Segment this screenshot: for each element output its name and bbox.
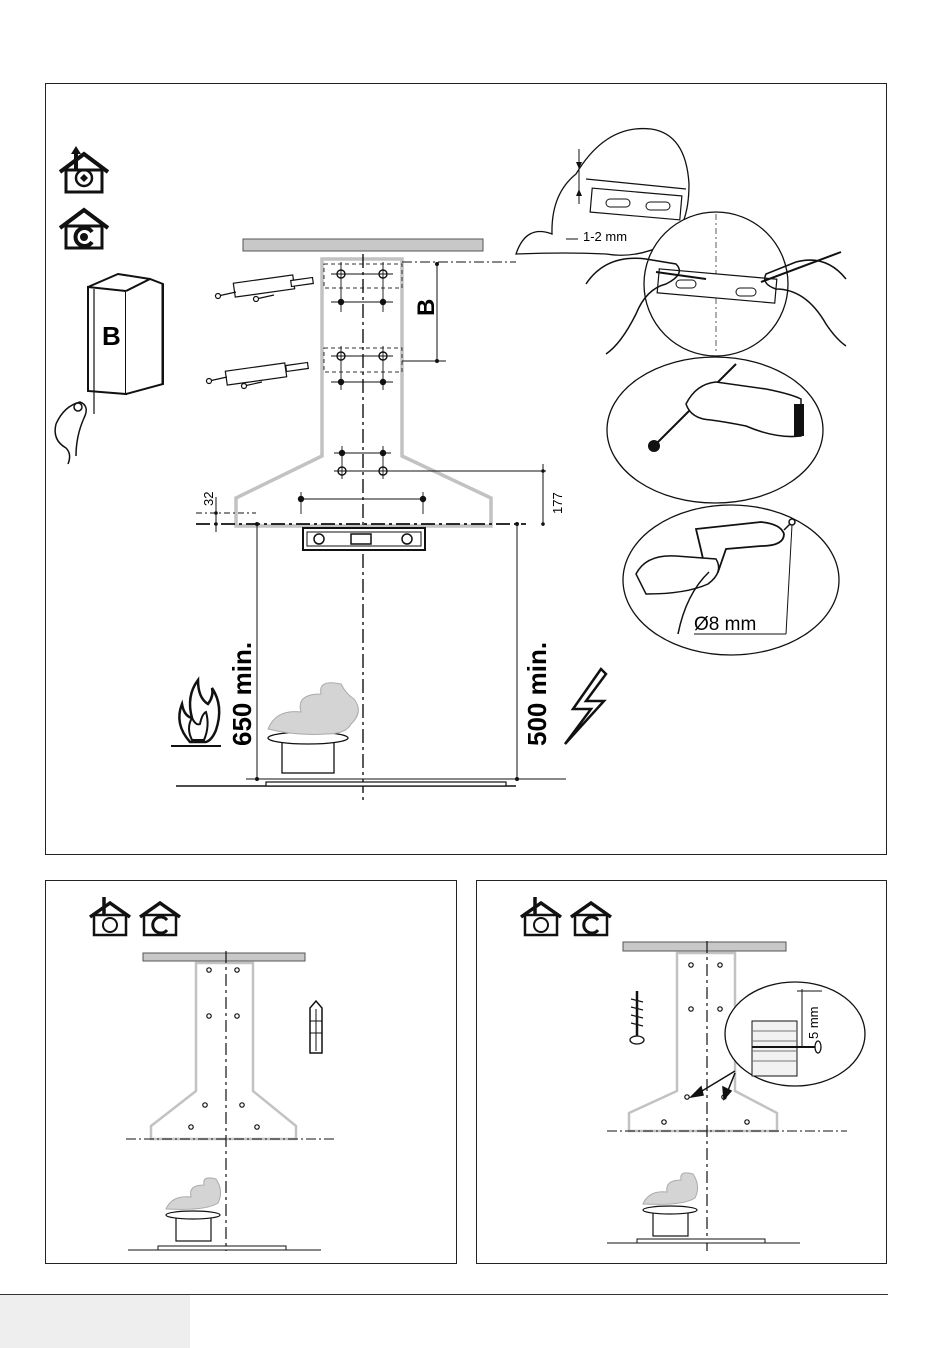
drill-holes xyxy=(189,968,259,1129)
main-installation-panel: B B 32 177 xyxy=(45,83,887,855)
pointer-arrows xyxy=(691,1071,735,1099)
recirculation-mode-icon xyxy=(571,903,611,935)
gas-min-height-label: 650 min. xyxy=(227,642,257,746)
ceiling xyxy=(243,239,483,251)
ceiling xyxy=(143,953,305,961)
fire-icon xyxy=(171,680,221,746)
offset-177-label: 177 xyxy=(550,492,565,514)
spirit-level xyxy=(303,528,425,550)
electric-min-height-label: 500 min. xyxy=(522,642,552,746)
ceiling xyxy=(623,942,786,951)
pot-with-steam xyxy=(268,683,358,773)
recirculation-mode-icon xyxy=(140,903,180,935)
drill-holes xyxy=(299,270,426,502)
screw-fixing-panel: 5 mm xyxy=(476,880,887,1264)
recirculation-mode-icon xyxy=(60,210,108,248)
extraction-mode-icon xyxy=(60,146,108,192)
drill-diameter-label: Ø8 mm xyxy=(694,614,756,635)
dimension-b-label: B xyxy=(413,299,440,316)
footer-page-tab xyxy=(0,1295,190,1348)
wall-screw-callout xyxy=(725,982,865,1086)
lightning-icon xyxy=(565,669,606,744)
wall-brackets-with-screws xyxy=(207,275,314,389)
chimney-cover-panel xyxy=(55,274,163,464)
screw-depth-label: 5 mm xyxy=(806,1007,821,1040)
pot-with-steam xyxy=(643,1173,698,1236)
extraction-mode-icon xyxy=(521,897,561,935)
dowel-insertion-panel xyxy=(45,880,457,1264)
screw-fixing-diagram: 5 mm xyxy=(477,881,888,1265)
main-installation-diagram: B B 32 177 xyxy=(46,84,888,856)
wall-plug-icon xyxy=(310,1001,322,1053)
gap-label: 1-2 mm xyxy=(583,229,627,244)
extraction-mode-icon xyxy=(90,897,130,935)
side-panel-label: B xyxy=(102,321,121,351)
hood-outline xyxy=(151,963,296,1139)
pencil-marking-callout xyxy=(607,357,823,503)
offset-32-label: 32 xyxy=(201,492,216,506)
pot-with-steam xyxy=(166,1178,221,1241)
screw-icon xyxy=(630,991,644,1044)
dowel-insertion-diagram xyxy=(46,881,458,1265)
